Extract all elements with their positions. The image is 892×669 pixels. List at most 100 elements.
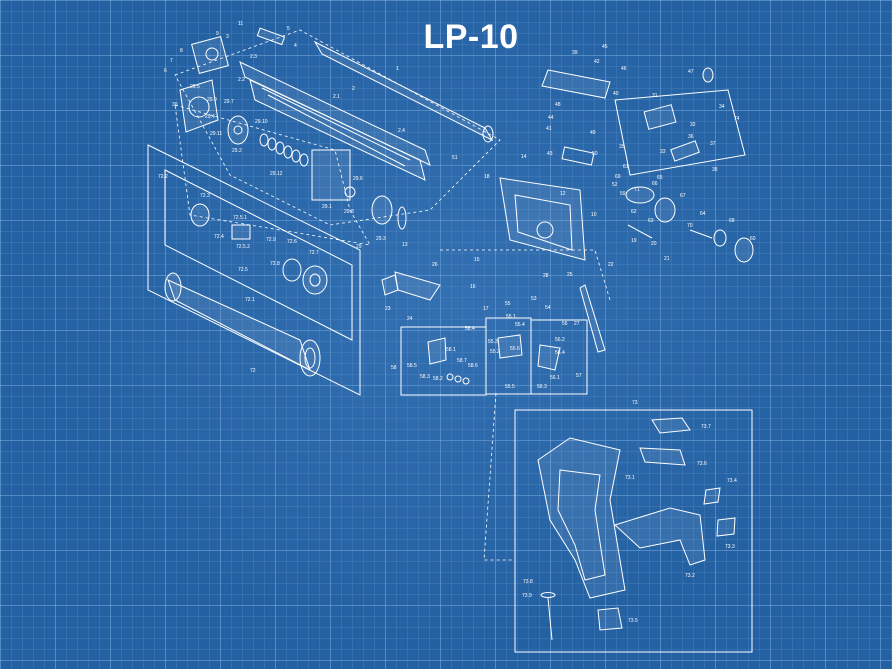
part-label-72-8: 72.8	[270, 261, 280, 267]
part-label-29-4: 29.4	[205, 114, 215, 120]
part-label-56-4: 56.4	[555, 350, 565, 356]
part-label-32: 32	[690, 122, 696, 128]
part-label-58-4: 58.4	[465, 326, 475, 332]
part-label-72-9: 72.9	[266, 237, 276, 243]
part-label-58-3: 58.3	[420, 374, 430, 380]
part-label-55-2: 55.2	[490, 349, 500, 355]
part-label-55-5: 55.5	[505, 384, 515, 390]
part-label-66: 66	[652, 181, 658, 187]
part-label-44: 44	[548, 115, 554, 121]
part-label-56-2: 56.2	[555, 337, 565, 343]
part-label-72-4: 72.4	[214, 234, 224, 240]
part-label-40: 40	[613, 91, 619, 97]
part-label-64: 64	[700, 211, 706, 217]
part-label-33: 33	[660, 149, 666, 155]
part-label-1: 1	[396, 66, 399, 72]
part-label-27: 27	[574, 321, 580, 327]
part-label-57: 57	[576, 373, 582, 379]
part-label-29-8: 29.8	[344, 209, 354, 215]
part-label-2: 2	[352, 86, 355, 92]
part-label-61: 61	[623, 164, 629, 170]
part-label-29-3: 29.3	[376, 236, 386, 242]
part-label-73-9: 73.9	[522, 593, 532, 599]
cocking-assembly	[625, 186, 754, 263]
part-label-8: 8	[180, 48, 183, 54]
part-label-55: 55	[505, 301, 511, 307]
part-label-58: 58	[391, 365, 397, 371]
page-title: LP-10	[423, 18, 519, 56]
part-label-2-4: 2.4	[398, 128, 405, 134]
part-label-47: 47	[688, 69, 694, 75]
part-label-28: 28	[543, 273, 549, 279]
part-label-16: 16	[470, 284, 476, 290]
part-label-35: 35	[619, 144, 625, 150]
part-label-70: 70	[687, 223, 693, 229]
part-label-31: 31	[652, 93, 658, 99]
part-label-29-12: 29.12	[270, 171, 283, 177]
part-label-29-9: 29.9	[207, 97, 217, 103]
part-label-37: 37	[710, 141, 716, 147]
part-label-50: 50	[592, 151, 598, 157]
part-label-56-3: 56.3	[537, 384, 547, 390]
part-label-9: 9	[216, 31, 219, 37]
part-label-58-1: 58.1	[446, 347, 456, 353]
part-label-73-1: 73.1	[625, 475, 635, 481]
part-label-55-4: 55.4	[515, 322, 525, 328]
part-label-34: 34	[719, 104, 725, 110]
part-label-14: 14	[521, 154, 527, 160]
part-label-63: 63	[648, 218, 654, 224]
part-label-74: 74	[734, 116, 740, 122]
part-label-72-7: 72.7	[309, 250, 319, 256]
part-label-72-3: 72.3	[200, 193, 210, 199]
part-label-73-6: 73.6	[697, 461, 707, 467]
part-label-23: 23	[385, 306, 391, 312]
part-label-29-1: 29.1	[322, 204, 332, 210]
trigger-parts-boxes	[400, 317, 588, 396]
part-label-29-6: 29.6	[353, 176, 363, 182]
part-label-73-2: 73.2	[685, 573, 695, 579]
part-number-labels: 122.12.22.32.434567891011121314151617181…	[158, 21, 756, 624]
part-label-53: 53	[531, 296, 537, 302]
part-label-62: 62	[631, 209, 637, 215]
part-label-5: 5	[287, 26, 290, 32]
part-label-73-5: 73.5	[628, 618, 638, 624]
part-label-59: 59	[620, 191, 626, 197]
part-label-72-1: 72.1	[245, 297, 255, 303]
part-label-11: 11	[238, 21, 243, 27]
part-label-21: 21	[664, 256, 670, 262]
part-label-55-3: 55.3	[488, 339, 498, 345]
part-label-51: 51	[452, 155, 458, 161]
action-assembly	[381, 177, 611, 353]
part-label-69: 69	[615, 174, 621, 180]
part-label-73: 73	[632, 400, 638, 406]
part-label-72-5-2: 72.5.2	[236, 244, 250, 250]
part-label-4: 4	[294, 43, 297, 49]
air-cylinder-assembly	[147, 144, 361, 396]
part-label-2-3: 2.3	[250, 54, 257, 60]
part-label-58-5: 58.5	[407, 363, 417, 369]
part-label-60: 60	[750, 236, 756, 242]
part-label-22: 22	[608, 262, 614, 268]
part-label-49: 49	[590, 130, 596, 136]
part-label-48: 48	[555, 102, 561, 108]
part-label-56: 56	[562, 321, 568, 327]
part-label-73-3: 73.3	[725, 544, 735, 550]
part-label-73-4: 73.4	[727, 478, 737, 484]
part-label-72-2: 72.2	[158, 174, 168, 180]
barrel-assembly	[174, 27, 501, 226]
part-label-26: 26	[432, 262, 438, 268]
part-label-18: 18	[484, 174, 490, 180]
part-label-19: 19	[631, 238, 637, 244]
part-label-55-6: 55.6	[510, 346, 520, 352]
part-label-17: 17	[483, 306, 489, 312]
part-label-29-11: 29.11	[210, 131, 222, 137]
part-label-29-5: 29.5	[190, 84, 200, 90]
part-label-68: 68	[729, 218, 735, 224]
part-label-20: 20	[651, 241, 657, 247]
part-label-54: 54	[545, 305, 551, 311]
part-label-58-6: 58.6	[468, 363, 478, 369]
part-label-25: 25	[567, 272, 573, 278]
part-label-45: 45	[602, 44, 608, 50]
part-label-29-7: 29.7	[224, 99, 234, 105]
